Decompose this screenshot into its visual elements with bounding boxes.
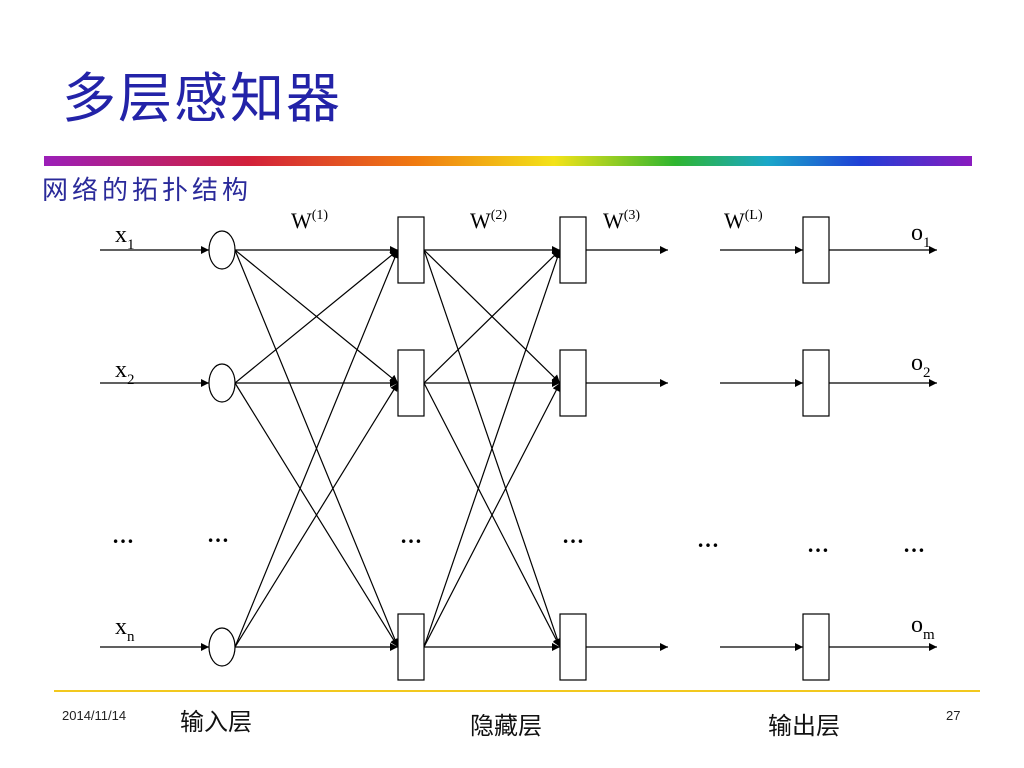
ellipsis-mark: …	[903, 532, 925, 557]
weight-line-1	[234, 249, 399, 384]
connection-lines	[100, 246, 937, 651]
input-node	[208, 627, 236, 667]
ellipsis-mark: …	[562, 523, 584, 548]
weight-line-2	[423, 382, 561, 648]
weight-line-2	[423, 249, 562, 648]
output-layer-label: 输出层	[768, 712, 840, 740]
hidden-neuron	[559, 613, 587, 681]
input-label: x2	[115, 357, 135, 388]
output-neuron	[802, 613, 830, 681]
output-label: o2	[911, 350, 931, 381]
ellipsis-mark: …	[112, 523, 134, 548]
hidden-layer-label: 隐藏层	[470, 712, 542, 740]
hidden-neuron	[559, 349, 587, 417]
ellipsis-mark: …	[697, 527, 719, 552]
input-node	[208, 230, 236, 270]
ellipsis-mark: …	[807, 532, 829, 557]
hidden-neuron	[559, 216, 587, 284]
weight-label: W(L)	[724, 208, 763, 233]
title-gradient-rule	[44, 156, 972, 166]
slide-subtitle: 网络的拓扑结构	[42, 176, 253, 206]
output-neuron	[802, 216, 830, 284]
weight-label: W(1)	[291, 208, 328, 233]
hidden-neuron	[397, 613, 425, 681]
network-nodes	[208, 216, 830, 681]
hidden-neuron	[397, 349, 425, 417]
weight-label: W(2)	[470, 208, 507, 233]
slide-date: 2014/11/14	[62, 708, 127, 723]
input-node	[208, 363, 236, 403]
diagram-labels: x1 x2 xn o1 o2 om W(1) W(2) W(3) W(L) … … … … … … …	[112, 208, 935, 645]
footer-rule	[54, 690, 980, 692]
ellipsis-mark: …	[400, 523, 422, 548]
hidden-neuron	[397, 216, 425, 284]
output-neuron	[802, 349, 830, 417]
output-label: om	[911, 612, 935, 643]
weight-line-2	[423, 249, 561, 384]
input-label: xn	[115, 614, 135, 645]
output-label: o1	[911, 220, 931, 251]
page-number: 27	[946, 708, 961, 723]
weight-line-1	[234, 249, 399, 648]
weight-line-1	[234, 382, 399, 648]
slide-title: 多层感知器	[62, 67, 342, 130]
input-layer-label: 输入层	[180, 708, 252, 736]
weight-label: W(3)	[603, 208, 640, 233]
input-label: x1	[115, 222, 135, 253]
ellipsis-mark: …	[207, 522, 229, 547]
